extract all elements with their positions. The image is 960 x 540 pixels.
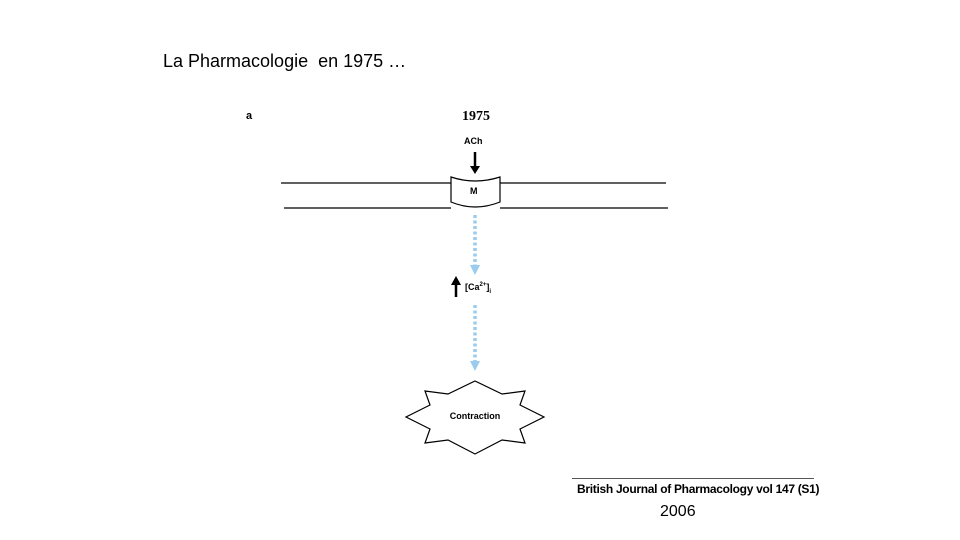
slide-title: La Pharmacologie en 1975 … bbox=[163, 51, 407, 71]
calcium-increase-arrow-head bbox=[451, 276, 461, 285]
calcium-subscript: i bbox=[489, 289, 492, 295]
panel-label: a bbox=[246, 110, 253, 122]
ach-label: ACh bbox=[464, 136, 483, 146]
citation-divider bbox=[572, 478, 814, 479]
calcium-symbol: [Ca bbox=[465, 282, 480, 292]
pathway-arrow-2-head bbox=[470, 361, 480, 371]
muscarinic-receptor-shape bbox=[450, 176, 501, 208]
contraction-star-shape bbox=[404, 380, 546, 455]
ach-arrow-head bbox=[470, 166, 480, 174]
receptor-label: M bbox=[470, 186, 478, 196]
figure-year: 1975 bbox=[462, 109, 490, 124]
journal-citation: British Journal of Pharmacology vol 147 … bbox=[577, 482, 820, 496]
calcium-bracket: ] bbox=[486, 282, 490, 292]
pathway-arrow-1-head bbox=[470, 265, 480, 275]
citation-year: 2006 bbox=[660, 503, 696, 520]
calcium-label: [Ca2+]i bbox=[465, 280, 491, 298]
calcium-charge: 2+ bbox=[479, 282, 487, 288]
contraction-label: Contraction bbox=[449, 411, 501, 421]
